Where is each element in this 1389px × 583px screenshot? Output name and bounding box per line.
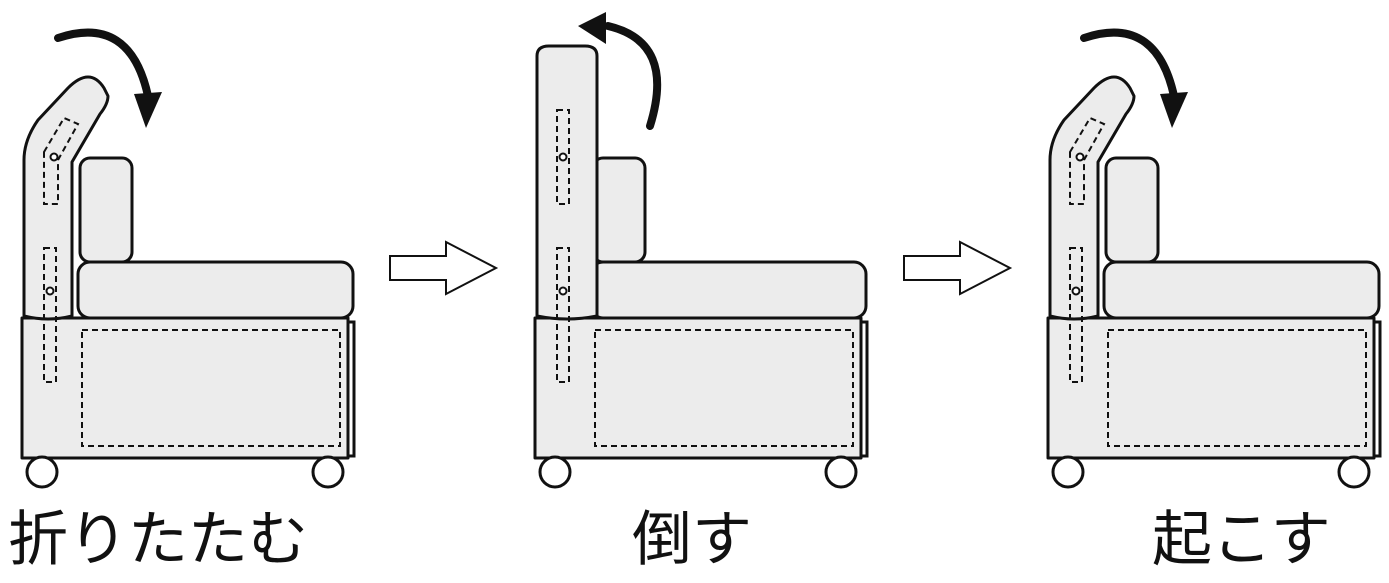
panel-raise xyxy=(1046,33,1382,489)
step-label-fold: 折りたたむ xyxy=(8,505,308,575)
next-step-arrow-icon xyxy=(389,241,497,295)
panel-fold xyxy=(20,33,356,489)
panel-tilt xyxy=(533,44,869,489)
step-label-raise: 起こす xyxy=(1152,505,1331,575)
next-step-arrow-icon-2 xyxy=(903,241,1011,295)
step-label-tilt: 倒す xyxy=(632,505,752,575)
